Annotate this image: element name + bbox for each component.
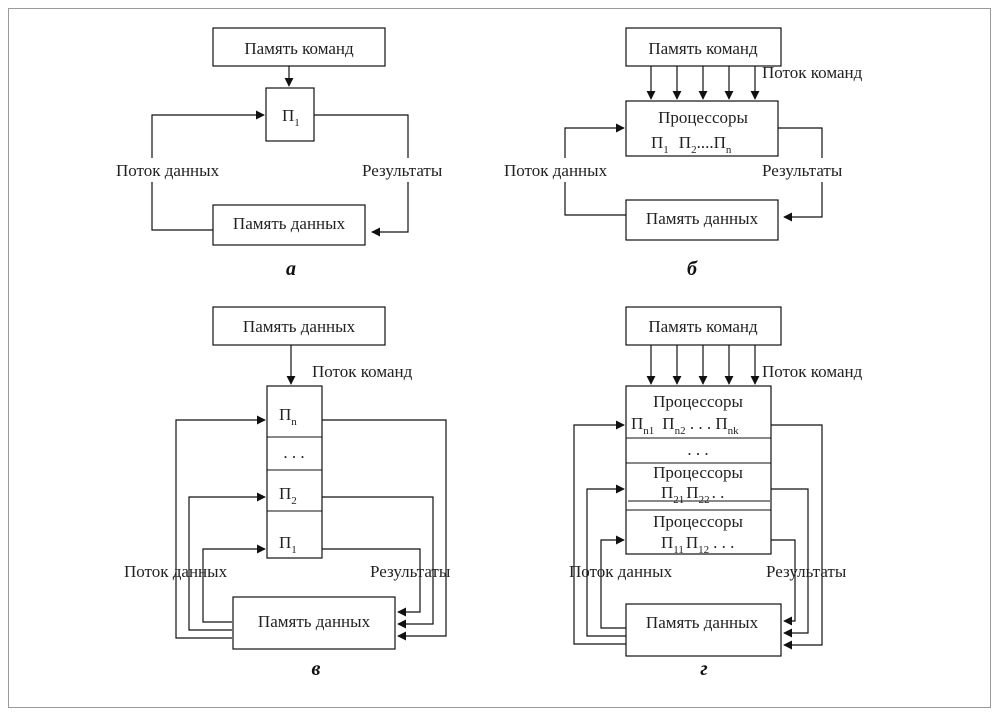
- top-memory-label: Память данных: [243, 317, 356, 336]
- data-stream-line: [573, 420, 626, 645]
- instruction-memory-label: Память команд: [648, 39, 758, 58]
- processors-label: Процессоры: [653, 463, 743, 482]
- data-memory-box: [232, 596, 396, 650]
- data-memory-label: Память данных: [646, 209, 759, 228]
- processor-n: Пn: [279, 405, 297, 428]
- data-memory-box: [212, 204, 366, 246]
- instruction-stream-label: Поток команд: [762, 362, 863, 381]
- data-memory-box: [625, 199, 779, 241]
- label-mask: [356, 158, 468, 182]
- data-memory-label: Память данных: [233, 214, 346, 233]
- instruction-memory-label: Память команд: [648, 317, 758, 336]
- results-label: Результаты: [362, 161, 443, 180]
- data-stream-line: [202, 544, 266, 623]
- diagram-frame: [8, 8, 991, 708]
- processors-label: Процессоры: [658, 108, 748, 127]
- data-stream-line: [600, 535, 626, 629]
- data-stream-line: [175, 415, 266, 639]
- processors-label: Процессоры: [653, 392, 743, 411]
- processor-box: [265, 87, 315, 142]
- data-memory-label: Память данных: [258, 612, 371, 631]
- diagram-label-v: в: [312, 658, 321, 680]
- data-stream-label: Поток данных: [569, 562, 673, 581]
- results-line: [771, 539, 796, 626]
- processor-groups-box: [625, 385, 772, 555]
- instruction-memory-label: Память команд: [244, 39, 354, 58]
- data-stream-line: [586, 484, 626, 637]
- dots: . . .: [687, 440, 708, 459]
- results-label: Результаты: [762, 161, 843, 180]
- results-label: Результаты: [370, 562, 451, 581]
- diagram-v: Память данных Поток команд Пn . . . П2 П…: [124, 306, 451, 680]
- instruction-memory-box: [625, 27, 782, 67]
- label-mask: [110, 158, 252, 182]
- diagram-label-g: г: [700, 658, 707, 680]
- processor-2: П2: [279, 484, 297, 507]
- results-line: [322, 496, 434, 629]
- diagram-a: Память команд П1 Поток данных Результаты…: [110, 27, 468, 280]
- data-stream-line: [188, 492, 266, 631]
- instruction-memory-box: [212, 27, 386, 67]
- results-line: [322, 419, 447, 641]
- processor-label: П1: [282, 106, 300, 129]
- instruction-memory-box: [625, 306, 782, 346]
- data-memory-box: [625, 603, 782, 657]
- processor-stack: [266, 385, 323, 559]
- diagram-label-a: а: [286, 258, 296, 280]
- instruction-stream-label: Поток команд: [312, 362, 413, 381]
- results-label: Результаты: [766, 562, 847, 581]
- processor-1: П1: [279, 533, 297, 556]
- data-stream-label: Поток данных: [124, 562, 228, 581]
- results-line: [322, 548, 421, 617]
- data-stream-label: Поток данных: [116, 161, 220, 180]
- results-line: [771, 424, 823, 650]
- results-line: [771, 488, 809, 638]
- data-memory-label: Память данных: [646, 613, 759, 632]
- instruction-stream-label: Поток команд: [762, 63, 863, 82]
- processors-label: Процессоры: [653, 512, 743, 531]
- diagram-b: Память команд Поток команд Процессоры П1…: [500, 27, 870, 280]
- diagram-g: Память команд Поток команд Процессоры Пn…: [569, 306, 863, 680]
- top-memory-box: [212, 306, 386, 346]
- dots: . . .: [283, 443, 304, 462]
- label-mask: [758, 158, 870, 182]
- processors-box: [625, 100, 779, 157]
- label-mask: [500, 158, 642, 182]
- data-stream-label: Поток данных: [504, 161, 608, 180]
- diagram-label-b: б: [687, 258, 698, 280]
